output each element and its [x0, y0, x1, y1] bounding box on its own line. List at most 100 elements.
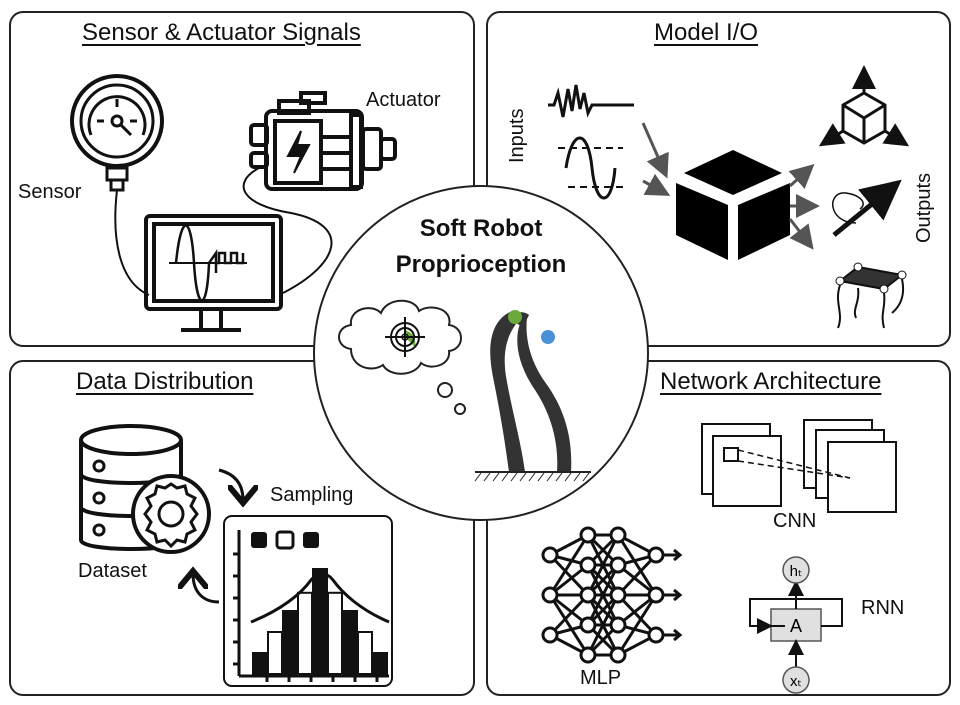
ground-hatch — [582, 472, 590, 482]
ground-hatch — [555, 472, 563, 482]
histogram-bar — [297, 591, 313, 675]
model-io-art — [548, 65, 910, 329]
soft-platform-icon — [835, 262, 907, 329]
data-distribution-panel: Data Distribution Dataset Sampling — [9, 360, 475, 696]
mlp-node — [609, 526, 627, 544]
output-arrow — [788, 163, 815, 189]
histogram-bar — [342, 610, 358, 675]
histogram-icon — [223, 515, 393, 687]
mlp-node — [579, 646, 597, 664]
mlp-edge — [616, 593, 658, 637]
rotation-axis-icon — [831, 179, 902, 237]
histogram-bar — [252, 652, 268, 675]
target-icon — [385, 317, 425, 357]
rnn-label: RNN — [861, 597, 905, 619]
ground-hatch — [564, 472, 572, 482]
mlp-node — [647, 546, 665, 564]
actuator-label: Actuator — [366, 89, 441, 111]
panel-title: Model I/O — [654, 19, 759, 46]
resample-arrow — [193, 574, 220, 604]
3d-axes-cube-icon — [818, 65, 910, 147]
sine-wave-icon — [558, 136, 623, 200]
network-architecture-art: A hₜ xₜ — [541, 419, 897, 694]
actuator-cable — [242, 167, 333, 294]
mlp-node — [579, 616, 597, 634]
mlp-edge — [616, 553, 658, 597]
mlp-edge — [586, 594, 620, 656]
noise-signal-icon — [548, 84, 634, 118]
sensor-actuator-panel: Sensor & Actuator Signals Sensor Actuato… — [9, 11, 475, 347]
current-tip-marker — [508, 310, 522, 324]
mlp-node — [609, 616, 627, 634]
histogram-bar — [282, 610, 298, 675]
rnn-input-label: xₜ — [790, 673, 802, 690]
rnn-cell-label: A — [790, 616, 802, 636]
mlp-node — [647, 586, 665, 604]
mlp-edge — [548, 553, 590, 597]
rnn-diagram-icon: A hₜ xₜ — [749, 556, 843, 694]
panel-title: Data Distribution — [76, 368, 254, 395]
mlp-diagram-icon — [541, 526, 683, 664]
database-gear-icon — [79, 424, 211, 554]
sensor-label: Sensor — [18, 181, 82, 203]
ground-hatch — [474, 472, 482, 482]
mlp-node — [541, 546, 559, 564]
mlp-node — [579, 526, 597, 544]
sampling-label: Sampling — [270, 484, 354, 506]
mlp-output-arrowhead — [673, 588, 683, 602]
mlp-node — [579, 586, 597, 604]
sensor-actuator-art — [70, 74, 397, 332]
ground-hatch — [492, 472, 500, 482]
ground-hatch — [528, 472, 536, 482]
center-title-line2: Proprioception — [395, 251, 567, 278]
histogram-bar — [357, 631, 373, 675]
ground-hatch — [510, 472, 518, 482]
distribution-curve — [250, 572, 390, 624]
black-box-cube-icon — [676, 150, 790, 260]
mlp-edge — [616, 594, 658, 656]
mlp-edge — [586, 564, 620, 626]
histogram-bar — [312, 568, 328, 675]
histogram-bar — [327, 591, 343, 675]
mlp-edge — [586, 534, 620, 596]
mlp-node — [541, 626, 559, 644]
mlp-node — [541, 586, 559, 604]
mlp-node — [609, 646, 627, 664]
monitor-signal-icon — [144, 214, 283, 332]
mlp-edge — [548, 594, 590, 656]
ground-hatch — [501, 472, 509, 482]
mlp-node — [609, 556, 627, 574]
mlp-edge — [548, 593, 590, 637]
center-art — [338, 299, 591, 482]
soft-robot-arm-icon — [474, 310, 591, 482]
mlp-output-arrowhead — [673, 548, 683, 562]
mlp-edge — [548, 534, 590, 596]
thought-cloud-icon — [338, 299, 466, 415]
ground-hatch — [519, 472, 527, 482]
mlp-node — [579, 556, 597, 574]
histogram-bar — [267, 631, 283, 675]
input-arrow — [641, 122, 669, 179]
mlp-edge — [616, 534, 658, 596]
pressure-gauge-icon — [70, 74, 164, 192]
panel-title: Sensor & Actuator Signals — [82, 19, 361, 46]
center-title-line1: Soft Robot — [419, 215, 543, 242]
mlp-node — [609, 586, 627, 604]
ground-hatch — [537, 472, 545, 482]
goal-marker — [541, 330, 555, 344]
dataset-label: Dataset — [78, 560, 147, 582]
sensor-cable — [114, 189, 150, 296]
electric-motor-icon — [249, 91, 397, 191]
mlp-output-arrowhead — [673, 628, 683, 642]
center-circle: Soft Robot Proprioception — [313, 185, 649, 521]
mlp-node — [647, 626, 665, 644]
cnn-label: CNN — [773, 510, 817, 532]
data-distribution-art — [79, 424, 393, 687]
ground-hatch — [573, 472, 581, 482]
output-arrow — [788, 218, 814, 250]
rnn-output-label: hₜ — [790, 563, 803, 580]
cnn-diagram-icon — [701, 419, 897, 513]
panel-title: Network Architecture — [660, 368, 882, 395]
sampling-arrow — [218, 468, 243, 500]
mlp-label: MLP — [580, 667, 622, 689]
